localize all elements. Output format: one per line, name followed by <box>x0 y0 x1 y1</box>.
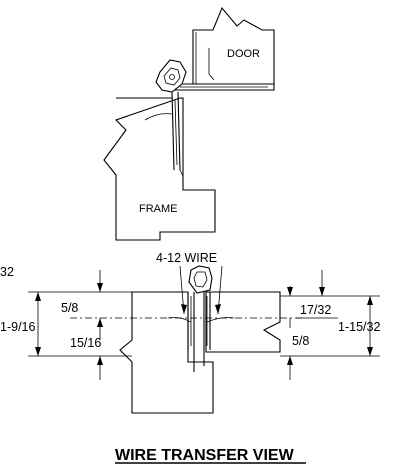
right-top-arrows <box>287 287 325 296</box>
left-top-arrows <box>97 283 103 327</box>
dim-left-overall: 1-9/16 <box>0 320 35 334</box>
frame-leaf <box>171 91 181 171</box>
left-bottom-arrows <box>97 356 103 365</box>
section-knuckle-inner <box>193 271 208 288</box>
door-inner-line <box>208 48 215 81</box>
dim-right-bottom: 5/8 <box>292 334 309 348</box>
wire-channel <box>187 292 211 372</box>
dim-left-top: 5/8 <box>61 301 78 315</box>
frame-arc <box>144 113 173 121</box>
frame-outline <box>103 97 216 241</box>
wire-arrows <box>181 304 221 314</box>
section-knuckle <box>188 265 213 294</box>
dim-right-overall: 1-15/32 <box>338 320 380 334</box>
section-door-right <box>205 291 281 353</box>
door-label: DOOR <box>227 48 260 60</box>
frame-label: FRAME <box>139 203 178 215</box>
door-outline <box>192 6 275 85</box>
section-frame-left <box>119 291 214 414</box>
frame-step <box>179 169 184 177</box>
frame-leaf-inner <box>174 99 178 166</box>
dim-left-bottom: 15/16 <box>70 336 101 350</box>
hinge-knuckle-inner <box>163 67 181 86</box>
right-ext-lines <box>280 295 380 357</box>
hinge-knuckle <box>155 59 187 93</box>
left-ext-lines <box>28 291 132 357</box>
bottom-detail: 4-12 WIRE 32 5/8 1-9/16 15/16 17/32 5/8 … <box>0 251 380 414</box>
top-detail: DOOR FRAME <box>103 6 275 241</box>
hinge-pin <box>169 74 175 80</box>
dim-left-clipped: 32 <box>0 265 14 279</box>
wire-channel-inner <box>190 296 208 346</box>
view-title: WIRE TRANSFER VIEW <box>115 447 295 464</box>
wire-label: 4-12 WIRE <box>156 251 217 265</box>
dim-right-top: 17/32 <box>300 303 331 317</box>
right-top-dim <box>289 270 323 328</box>
right-bottom-arrows <box>287 356 293 365</box>
